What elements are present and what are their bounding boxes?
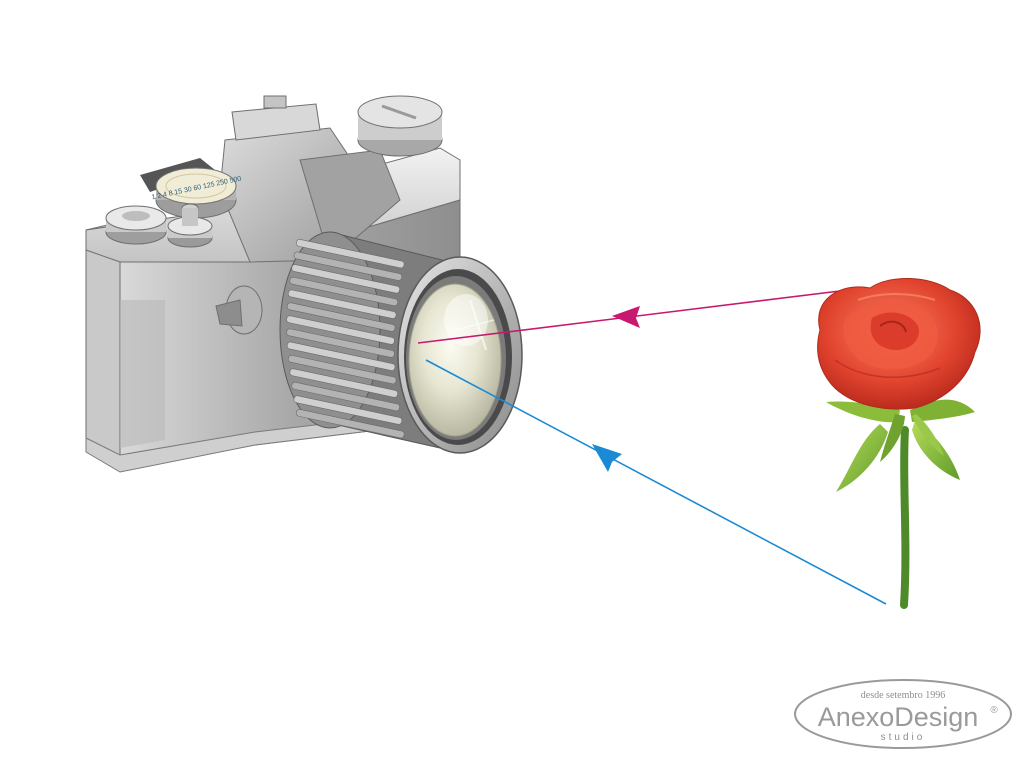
logo-brand: AnexoDesign	[818, 702, 979, 732]
anexo-design-logo: desde setembro 1996 AnexoDesign ® studio	[794, 679, 1012, 749]
logo-sub: studio	[881, 732, 926, 743]
shutter-release-button[interactable]	[167, 203, 213, 248]
rose-sepal	[910, 399, 975, 422]
focus-ring-ridge	[291, 381, 400, 412]
focus-ring[interactable]	[286, 239, 405, 439]
hot-shoe	[231, 103, 321, 141]
rose-petal-inner	[870, 312, 919, 350]
lens-barrel	[279, 231, 451, 449]
shutter-speed-dial: 1 2 4 8 15 30 60 125 250 500	[151, 167, 242, 219]
rose-leaf	[912, 420, 960, 480]
arrowhead-icon	[592, 444, 622, 472]
rose-sepal	[880, 414, 905, 462]
focus-ring-ridge	[291, 264, 400, 294]
top-light-ray	[417, 289, 849, 344]
logo-registered: ®	[990, 705, 998, 716]
focus-ring-ridge	[293, 395, 403, 425]
rose-stem	[900, 426, 910, 609]
logo-oval	[794, 679, 1012, 749]
focus-ring-ridge	[286, 328, 395, 358]
focus-ring-ridge	[286, 302, 396, 332]
focus-ring-ridge	[295, 409, 405, 439]
focus-ring-ridge	[287, 355, 397, 385]
rose-icon	[817, 278, 981, 609]
lens-front	[397, 256, 523, 454]
rose-sepal	[912, 414, 944, 456]
camera-body-band	[120, 300, 165, 448]
focus-ring-ridge	[293, 251, 403, 281]
focus-ring-ridge	[287, 289, 397, 319]
self-timer-lever[interactable]	[215, 285, 263, 335]
logo-tagline: desde setembro 1996	[861, 690, 945, 701]
rewind-knob	[357, 95, 443, 157]
focus-ring-ridge	[295, 239, 405, 269]
focus-ring-ridge	[289, 368, 399, 398]
camera-icon: 1 2 4 8 15 30 60 125 250 500	[85, 95, 523, 473]
hot-shoe-clip	[263, 95, 287, 109]
rose-leaf	[836, 424, 888, 492]
bottom-light-ray	[425, 359, 887, 605]
arrowhead-icon	[612, 306, 640, 328]
focus-ring-ridge	[286, 315, 395, 345]
focus-ring-ridge	[289, 276, 399, 307]
focus-ring-ridge	[286, 341, 396, 371]
film-advance-lever[interactable]	[105, 205, 167, 245]
